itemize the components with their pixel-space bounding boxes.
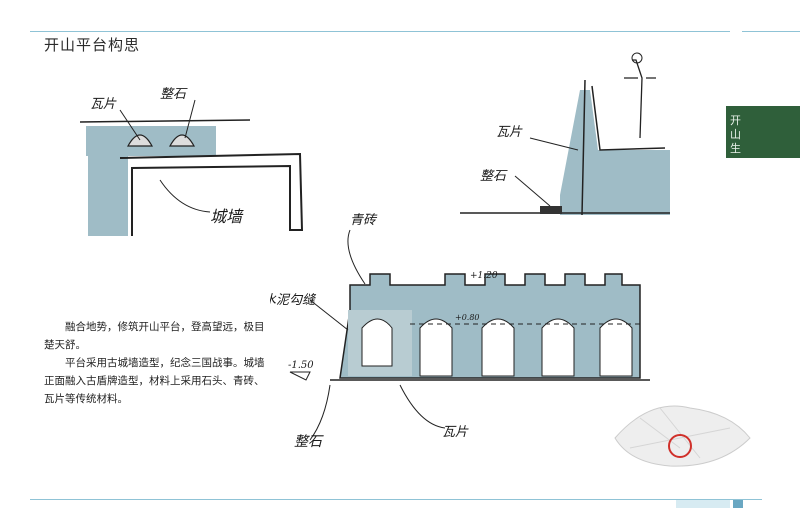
elev-base: -1.50 (288, 360, 314, 371)
label-wapian-3: 瓦片 (442, 425, 469, 440)
footer-label-box (676, 500, 730, 508)
label-wapian-2: 瓦片 (496, 125, 523, 140)
footer-rule (30, 499, 762, 500)
description-para2: 平台采用古城墙造型，纪念三国战事。城墙正面融入古盾牌造型，材料上采用石头、青砖、… (44, 357, 265, 405)
page-title: 开山平台构思 (44, 36, 141, 54)
chapter-tab-line2: 山 (730, 128, 741, 141)
page-number-box (733, 500, 743, 508)
arch-2 (481, 318, 515, 377)
label-luanshi-3: 整石 (294, 434, 324, 450)
label-qingzhuan: 青砖 (350, 213, 378, 228)
site-plan-thumbnail (614, 405, 751, 467)
chapter-tab: 开 山 生 (726, 106, 800, 158)
label-luanshi-2: 整石 (480, 169, 508, 184)
label-fengzhuan: 白水泥勾缝 (270, 293, 317, 308)
stone-sketch (168, 134, 196, 147)
section-left-fill (88, 140, 128, 236)
sketch-platform-elevation: 瓦片 整石 (460, 52, 670, 216)
base-stone (540, 206, 562, 214)
elev-mid: +0.80 (455, 313, 480, 322)
description-para1: 融合地势，修筑开山平台，登高望远，极目楚天舒。 (44, 321, 265, 351)
tile-sketch (126, 134, 154, 147)
sketch-citywall-elevation: 青砖 白水泥勾缝 +1.20 +0.80 -1.50 整石 瓦片 (270, 213, 650, 450)
section-outline (119, 152, 304, 236)
label-luanshi: 整石 (160, 87, 188, 102)
arch-3 (541, 318, 575, 377)
label-chengqiang: 城墙 (210, 207, 244, 226)
arch-1 (419, 318, 453, 377)
location-marker-icon (668, 434, 692, 458)
chapter-tab-line1: 开 (730, 114, 741, 127)
chapter-tab-line3: 生 (730, 142, 741, 155)
description-block: 融合地势，修筑开山平台，登高望远，极目楚天舒。 平台采用古城墙造型，纪念三国战事… (44, 318, 274, 408)
label-wapian: 瓦片 (90, 97, 117, 112)
header-rule (30, 31, 730, 32)
person-icon (624, 59, 656, 139)
platform-fill (560, 90, 670, 215)
sketch-wall-section: 瓦片 整石 城墙 (80, 87, 304, 236)
header-rule-right (742, 31, 800, 32)
elev-top: +1.20 (470, 271, 498, 281)
shield-arch (361, 318, 393, 367)
arch-4 (599, 318, 633, 377)
